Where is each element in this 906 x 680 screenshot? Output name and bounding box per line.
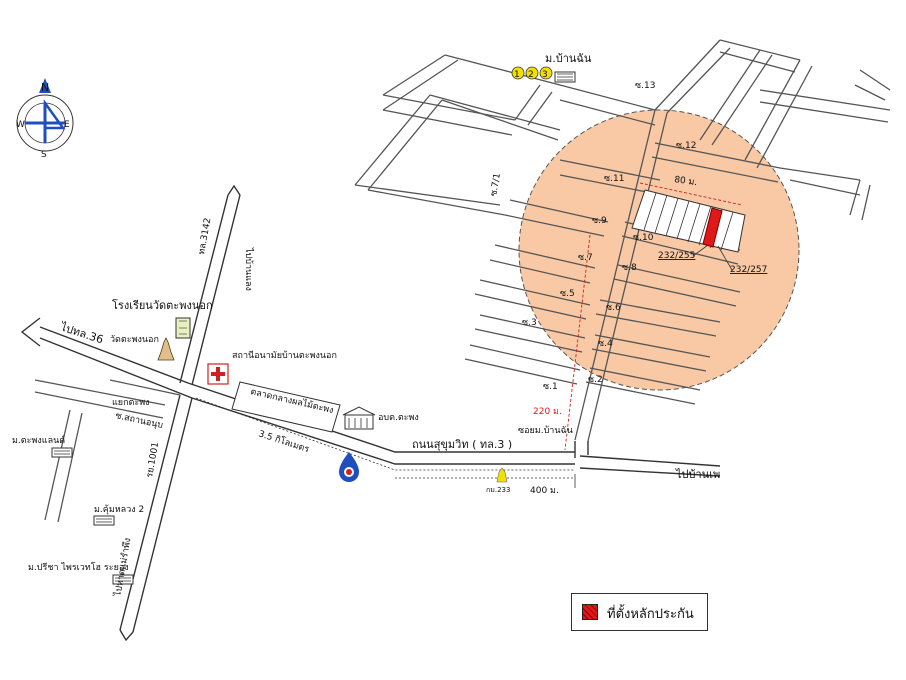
soi-7-label: ซ.7 [578,253,593,263]
road-to-ban-phe: ไปบ้านเพ [675,468,720,481]
distance-3-5km: 3.5 กิโลเมตร [257,428,311,455]
distance-220m: 220 ม. [533,407,562,417]
legend-swatch-icon [582,604,598,620]
market-box [231,381,341,433]
road-rayong-1001: รย.1001 [145,441,161,478]
health-station-label: สถานีอนามัยบ้านตะพงนอก [232,350,337,361]
school-label: โรงเรียนวัดตะพงนอก [112,298,213,312]
plot-232-255: 232/255 [658,251,695,261]
village-banchan-label: ม.บ้านฉัน [545,52,592,65]
compass-e: E [64,120,70,130]
soi-3-label: ซ.3 [522,318,537,328]
soi-12-label: ซ.12 [676,141,696,151]
school-icon [175,317,191,339]
soi-5-label: ซ.5 [560,289,575,299]
temple-icon [157,337,175,361]
soi-1-label: ซ.1 [543,382,558,392]
side-sois [34,379,181,523]
compass-n: N [41,81,49,94]
legend: ที่ตั้งหลักประกัน [571,593,708,631]
hospital-icon [207,363,229,385]
num-3: 3 [542,70,548,80]
soi-8-label: ซ.8 [622,263,637,273]
soi-6-label: ซ.6 [606,303,621,313]
junction-label: แยกตะพง [112,398,150,408]
village-kumluang-label: ม.คุ้มหลวง 2 [94,504,144,515]
bank-icon [554,71,576,83]
soi-9-label: ซ.9 [592,216,607,226]
soi-11-label: ซ.11 [604,174,624,184]
road-hwy-3142: ทล.3142 [197,217,213,255]
soi-4-label: ซ.4 [598,339,613,349]
km-post-icon [496,467,508,483]
compass-w: W [16,120,25,130]
village-preecha-label: ม.ปรีชา ไพรเวทโฮ ระยอง [28,562,129,573]
soi-13-label: ซ.13 [635,81,655,91]
num-2: 2 [528,70,534,80]
dimension-220m-line [564,234,591,451]
num-1: 1 [514,70,520,80]
road-to-ban-laeng: ไปบ้านแลง [243,247,254,291]
dimension-80m-line [639,182,743,206]
soi-7-1-label: ซ.7/1 [489,172,503,197]
sao-label: อบต.ตะพง [378,413,419,423]
km-post-label: กม.233 [486,486,510,494]
hwy-3142 [119,184,241,642]
village-kumluang-icon [93,515,115,526]
distance-400m: 400 ม. [530,486,559,496]
compass-icon [16,78,74,152]
building-plots [631,189,746,253]
village-tapong-land-label: ม.ตะพงแลนด์ [12,434,65,446]
distance-80m: 80 ม. [674,175,698,188]
compass-s: S [41,150,47,160]
soi-10-label: ซ.10 [633,233,654,243]
sao-icon [342,406,376,430]
village-tapong-land-icon [51,447,73,458]
soi-2-label: ซ.2 [588,375,603,385]
soi-banchan-label: ซอยม.บ้านฉัน [518,425,573,436]
plot-232-257: 232/257 [730,265,767,275]
highlight-area-circle [518,109,800,391]
gas-station-icon [339,452,359,482]
dimension-lines [195,397,576,488]
road-sukhumvit: ถนนสุขุมวิท ( ทล.3 ) [412,438,512,451]
collateral-plot [702,207,723,248]
village-preecha-icon [112,574,134,585]
soi-school-label: ซ.สถานอนุบ [114,411,164,431]
legend-label: ที่ตั้งหลักประกัน [607,607,694,622]
numbered-circles-icon [511,66,553,80]
temple-label: วัดตะพงนอก [110,335,159,345]
